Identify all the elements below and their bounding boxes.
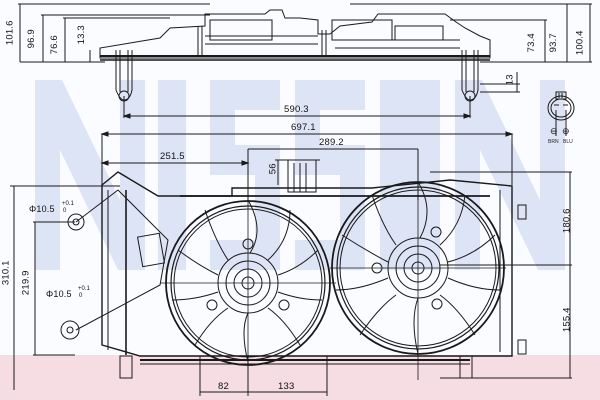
dim-310-1: 310.1 — [0, 260, 12, 286]
hole-top-tolerance-plus: +0.1 — [62, 201, 74, 207]
top-view — [18, 3, 592, 119]
front-view — [10, 131, 572, 396]
dim-96-9: 96.9 — [25, 29, 37, 49]
dim-100-4: 100.4 — [574, 30, 586, 56]
dim-82: 82 — [218, 381, 229, 392]
right-fan — [330, 180, 506, 380]
dim-93-7: 93.7 — [547, 33, 559, 53]
dim-590-3: 590.3 — [284, 104, 309, 115]
left-fan — [160, 199, 336, 380]
hole-top-tolerance-minus: 0 — [63, 208, 67, 214]
hole-diameter-bottom: Φ10.5 — [46, 289, 72, 299]
dim-56: 56 — [267, 163, 279, 175]
negative-terminal-icon: ⊖ — [550, 126, 558, 136]
dim-289-2: 289.2 — [319, 137, 344, 148]
hole-bottom-tolerance-plus: +0.1 — [78, 286, 90, 292]
dim-13: 13 — [504, 74, 516, 86]
dim-133: 133 — [278, 381, 295, 392]
dim-251-5: 251.5 — [160, 151, 185, 162]
hole-diameter-top: Φ10.5 — [29, 204, 55, 214]
dim-697-1: 697.1 — [291, 122, 316, 133]
dim-219-9: 219.9 — [20, 270, 32, 296]
negative-wire-label: BRN — [548, 139, 559, 145]
positive-wire-label: BLU — [563, 139, 573, 145]
dim-73-4: 73.4 — [525, 33, 537, 53]
dim-155-4: 155.4 — [561, 307, 573, 333]
hole-bottom-tolerance-minus: 0 — [79, 293, 83, 299]
dim-13-3: 13.3 — [75, 25, 87, 45]
dim-76-6: 76.6 — [48, 35, 60, 55]
positive-terminal-icon: ⊕ — [562, 126, 570, 136]
dim-180-6: 180.6 — [561, 208, 573, 234]
connector-detail — [547, 91, 575, 136]
dim-101-6: 101.6 — [4, 20, 16, 46]
